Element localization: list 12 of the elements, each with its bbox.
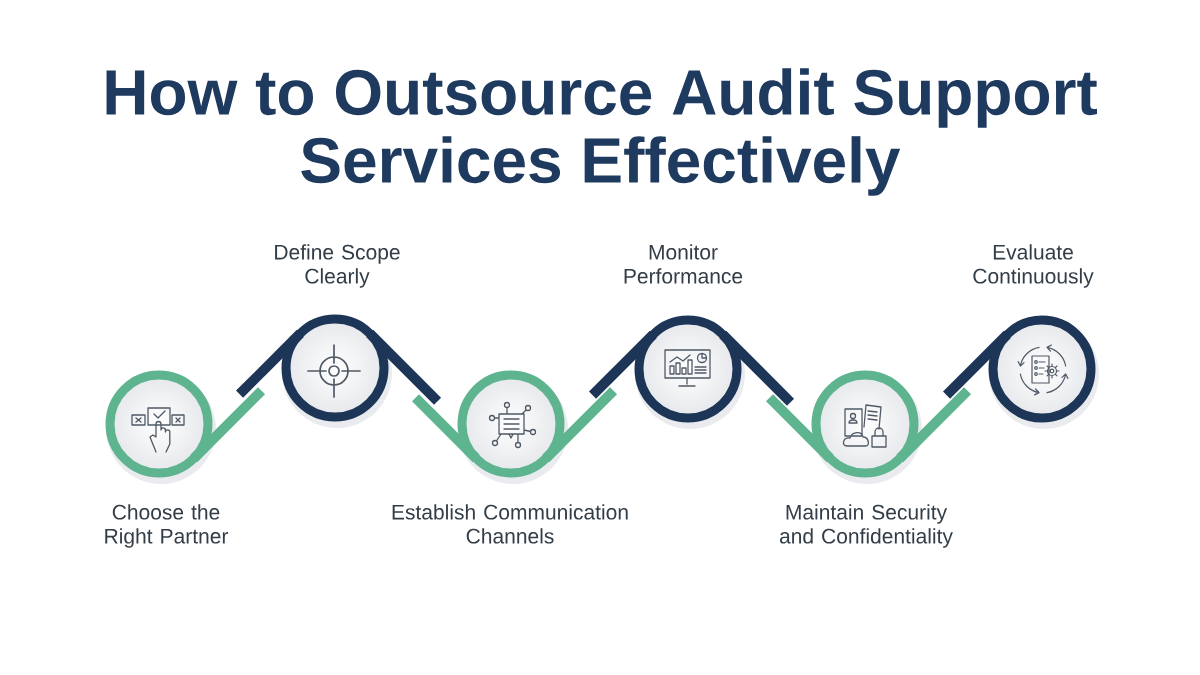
step-label: Maintain Security and Confidentiality (779, 504, 953, 548)
title: How to Outsource Audit Support Services Effectively (106, 68, 1097, 196)
step-label: Choose the Right Partner (105, 504, 229, 548)
ribbon-connector (896, 330, 1011, 463)
step-label: Define Scope Clearly (275, 244, 400, 288)
ribbon-connector (190, 329, 304, 463)
step-label: Establish Communication Channels (392, 504, 628, 544)
step-label: Monitor Performance (624, 244, 743, 284)
step-label: Evaluate Continuously (973, 244, 1094, 288)
ribbon-connector (542, 330, 657, 463)
ribbon-connector (719, 330, 834, 463)
ribbon-connector (366, 329, 480, 463)
